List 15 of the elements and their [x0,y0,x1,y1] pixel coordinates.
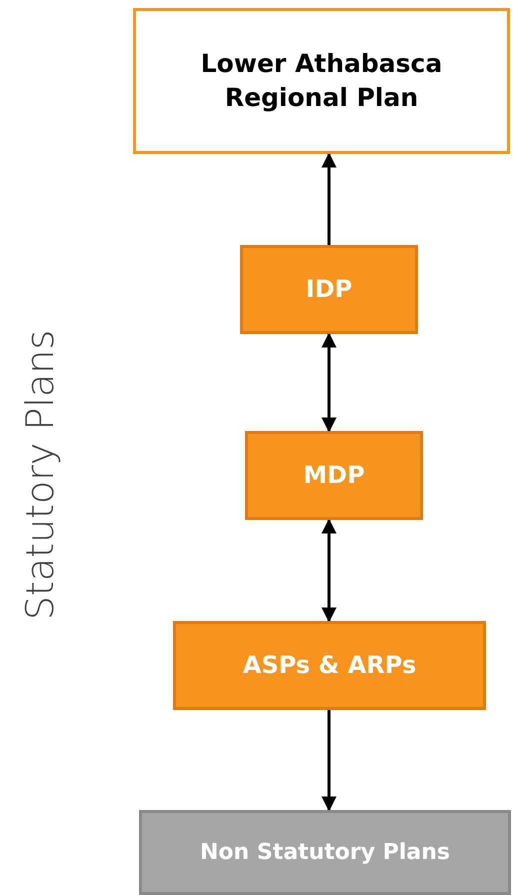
plan-name: Lower Athabasca Regional Plan [200,48,444,114]
arrow [322,710,336,812]
plan-box [133,8,510,154]
plan-box [139,810,511,895]
plan-box [245,431,423,520]
plan-name: MDP [303,460,365,492]
arrow [322,152,336,245]
plan-box [240,245,418,334]
plan-name: Non Statutory Plans [200,838,450,867]
plan-name: IDP [306,274,352,306]
side-label: Statutory Plans [18,330,62,620]
arrow [322,518,336,622]
arrow [322,332,336,432]
plan-name: ASPs & ARPs [242,650,416,682]
plan-box [173,621,486,710]
